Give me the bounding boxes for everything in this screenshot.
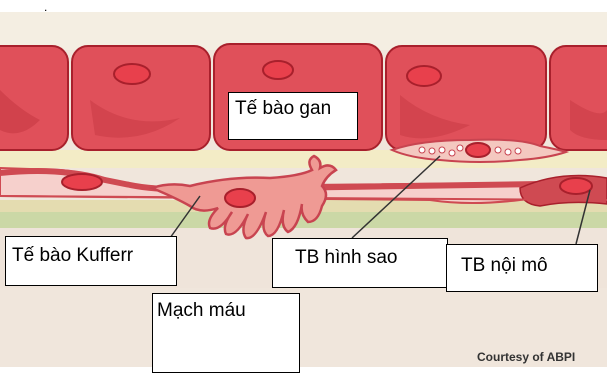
stray-mark: . [44,0,47,14]
label-hepatocyte: Tế bào gan [228,92,358,140]
credit-text: Courtesy of ABPI [477,350,575,364]
nucleus-icon [263,61,293,79]
nucleus-icon [114,64,150,84]
endothelial-nucleus-icon [62,174,102,190]
label-endothelial-cell: TB nội mô [446,244,598,292]
hepatocyte-icon [0,46,68,150]
nucleus-icon [407,66,441,86]
label-blood-vessel: Mạch máu [152,293,300,373]
label-stellate-cell: TB hình sao [272,238,448,288]
label-kupffer-cell: Tế bào Kufferr [5,236,177,286]
endothelial-nucleus-icon [560,178,592,194]
